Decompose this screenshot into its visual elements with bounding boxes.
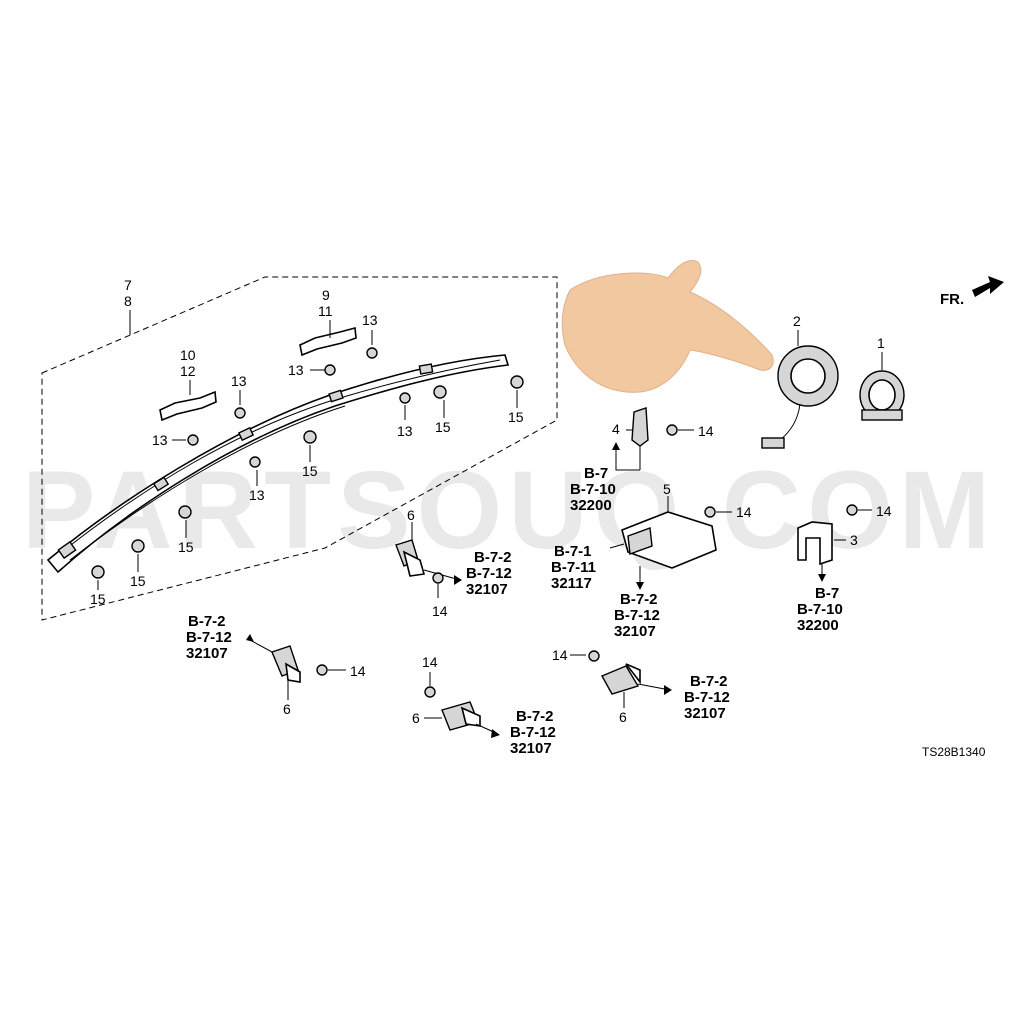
callout-13: 13 — [288, 362, 304, 378]
callout-15: 15 — [130, 573, 146, 589]
impact-sensor-part[interactable] — [601, 663, 641, 695]
callout-7: 7 — [124, 277, 132, 293]
callout-14: 14 — [350, 663, 366, 679]
ref-6c-line1: B-7-2 — [516, 708, 554, 725]
callout-13: 13 — [152, 432, 168, 448]
ref-5a-line2: B-7-11 — [551, 559, 596, 576]
callout-15: 15 — [508, 409, 524, 425]
ref-5b-line1: B-7-2 — [620, 591, 658, 608]
callout-6: 6 — [619, 709, 627, 725]
bolt-14-icon — [588, 650, 600, 662]
curtain-airbag-group-outline — [41, 276, 558, 621]
ref-5a-line3: 32117 — [551, 575, 592, 592]
ref-4-line2: B-7-10 — [570, 481, 616, 498]
callout-1: 1 — [877, 335, 885, 351]
callout-14: 14 — [698, 423, 714, 439]
ref-3-line3: 32200 — [797, 617, 839, 634]
bolt-14-icon — [424, 686, 436, 698]
bolt-14-icon — [432, 572, 444, 584]
bolt-14-icon — [846, 504, 858, 516]
diagram-code: TS28B1340 — [922, 745, 986, 759]
bolt-14-icon — [704, 506, 716, 518]
ref-6b-line1: B-7-2 — [188, 613, 226, 630]
ref-4-line3: 32200 — [570, 497, 612, 514]
callout-6: 6 — [412, 710, 420, 726]
callout-15: 15 — [302, 463, 318, 479]
front-direction-indicator: FR. — [940, 276, 1004, 308]
curtain-clip-front[interactable] — [159, 390, 217, 422]
bolt-14-icon — [316, 664, 328, 676]
ref-6b-line3: 32107 — [186, 645, 228, 662]
callout-15: 15 — [178, 539, 194, 555]
leader-6-ref — [249, 639, 273, 653]
pointing-hand-icon — [561, 260, 774, 393]
ref-6a-line3: 32107 — [466, 581, 508, 598]
curtain-leaders — [97, 310, 518, 590]
callout-4: 4 — [612, 421, 620, 437]
callout-12: 12 — [180, 363, 196, 379]
callout-13: 13 — [249, 487, 265, 503]
callout-6: 6 — [407, 507, 415, 523]
callout-15: 15 — [435, 419, 451, 435]
ref-5b-line3: 32107 — [614, 623, 656, 640]
callout-11: 11 — [318, 303, 333, 319]
impact-sensor-part[interactable] — [271, 645, 301, 683]
callout-9: 9 — [322, 287, 330, 303]
ref-3-line2: B-7-10 — [797, 601, 843, 618]
callout-8: 8 — [124, 293, 132, 309]
ref-6a-line2: B-7-12 — [466, 565, 512, 582]
curtain-airbag-assembly[interactable] — [46, 354, 510, 574]
callout-13: 13 — [231, 373, 247, 389]
svg-text:FR.: FR. — [940, 291, 964, 308]
callout-15: 15 — [90, 591, 106, 607]
steering-angle-sensor-part[interactable] — [859, 370, 905, 421]
leader-4-ref — [615, 446, 641, 471]
impact-sensor-part[interactable] — [395, 539, 426, 577]
callout-5: 5 — [663, 481, 671, 497]
leader-5-ref-a — [609, 543, 625, 549]
callout-13: 13 — [397, 423, 413, 439]
callout-14: 14 — [422, 654, 438, 670]
callout-14: 14 — [876, 503, 892, 519]
ref-3-line1: B-7 — [815, 585, 839, 602]
impact-sensor-part[interactable] — [441, 701, 481, 731]
ref-5b-line2: B-7-12 — [614, 607, 660, 624]
ref-4-line1: B-7 — [584, 465, 608, 482]
callout-2: 2 — [793, 313, 801, 329]
ref-6a-line1: B-7-2 — [474, 549, 512, 566]
callout-14: 14 — [736, 504, 752, 520]
callout-3: 3 — [850, 532, 858, 548]
sensor-bracket-part[interactable] — [797, 521, 833, 566]
callout-14: 14 — [552, 647, 568, 663]
callout-13: 13 — [362, 312, 378, 328]
ref-6b-line2: B-7-12 — [186, 629, 232, 646]
ref-5a-line1: B-7-1 — [554, 543, 592, 560]
callout-6: 6 — [283, 701, 291, 717]
callout-10: 10 — [180, 347, 196, 363]
bolt-15-icon — [91, 375, 524, 579]
srs-control-unit-part[interactable] — [621, 511, 717, 569]
callout-14: 14 — [432, 603, 448, 619]
ref-6d-line1: B-7-2 — [690, 673, 728, 690]
ref-6d-line2: B-7-12 — [684, 689, 730, 706]
clock-spring-part[interactable] — [761, 345, 839, 449]
curtain-clip-rear[interactable] — [299, 326, 357, 357]
srs-bracket-part[interactable] — [631, 407, 649, 447]
ref-6d-line3: 32107 — [684, 705, 726, 722]
bolt-14-icon — [666, 424, 678, 436]
ref-6c-line2: B-7-12 — [510, 724, 556, 741]
ref-6c-line3: 32107 — [510, 740, 552, 757]
